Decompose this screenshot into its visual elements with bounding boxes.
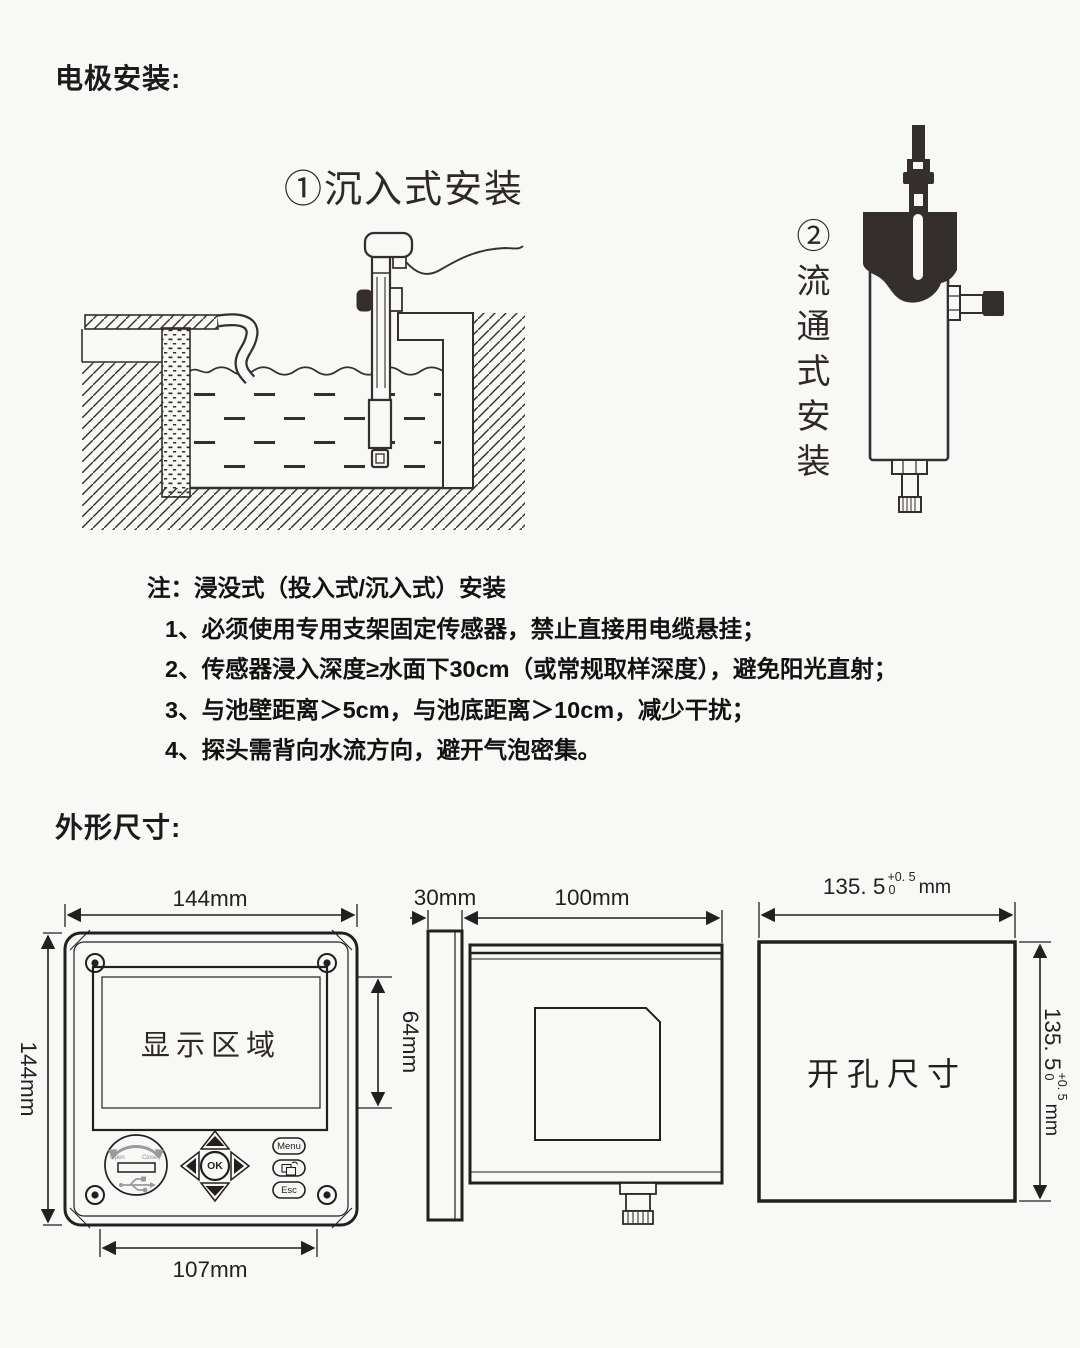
cutout-height-dimension: 135. 5 +0. 5 0 mm	[1040, 987, 1069, 1157]
front-view-drawing	[40, 904, 392, 1257]
note-item: 1、必须使用专用支架固定传感器，禁止直接用电缆悬挂；	[165, 615, 766, 642]
side-label-recess	[534, 1007, 661, 1141]
down-arrow-key	[199, 1182, 231, 1203]
menu-key-label: Menu	[277, 1140, 301, 1152]
page-switch-icon	[281, 1161, 299, 1176]
cable-gland	[619, 1182, 657, 1225]
body-depth-dimension: 100mm	[554, 885, 630, 910]
dpad	[179, 1129, 251, 1203]
corner-screw	[85, 953, 337, 1205]
left-arrow-key	[179, 1150, 200, 1182]
pool-wall-column	[161, 327, 191, 498]
bezel-depth-dimension: 30mm	[413, 885, 477, 910]
usb-close-label: Close	[142, 1155, 158, 1161]
cutout-square	[757, 940, 1017, 1203]
cutout-height-unit: mm	[1041, 1103, 1064, 1137]
flow-cell-cap	[863, 212, 957, 303]
right-arrow-key	[230, 1150, 251, 1182]
front-width-dimension: 144mm	[172, 886, 248, 911]
display-screen	[101, 976, 321, 1109]
menu-key	[272, 1137, 306, 1155]
immersion-installation-drawing	[81, 231, 525, 530]
cutout-view-group: 135. 5 +0. 5 0 mm 135. 5 +0. 5 0 mm 开孔尺寸	[745, 858, 1080, 1248]
display-area-label: 显示区域	[140, 1027, 281, 1062]
display-bezel	[91, 965, 329, 1132]
front-height-dimension: 144mm	[16, 1041, 41, 1117]
immersion-install-title: ①沉入式安装	[284, 167, 525, 211]
cutout-width-unit: mm	[918, 875, 952, 898]
flow-cell-side-port	[947, 285, 1004, 321]
cutout-view-drawing	[757, 902, 1051, 1203]
cutout-size-label: 开孔尺寸	[806, 1054, 967, 1093]
usb-cover	[104, 1134, 168, 1196]
cutout-height-tolerance: +0. 5 0	[1042, 1072, 1070, 1101]
notes-intro: 注：浸没式（投入式/沉入式）安装	[147, 575, 507, 601]
stepped-right-wall	[397, 312, 474, 489]
usb-icon	[119, 1176, 156, 1193]
note-item: 2、传感器浸入深度≥水面下30cm（或常规取样深度），避免阳光直射；	[165, 656, 898, 682]
page-switch-key	[272, 1159, 306, 1177]
cutout-width-tolerance: +0. 5 0	[887, 870, 916, 898]
usb-open-label: Open	[110, 1155, 125, 1161]
cutout-width-value: 135. 5	[822, 874, 886, 900]
flow-cell-cable	[912, 125, 925, 159]
electrode-install-heading: 电极安装:	[55, 63, 182, 94]
flow-cell-bottom-fitting	[891, 459, 928, 513]
water	[189, 366, 473, 490]
keypad-width-dimension: 107mm	[172, 1257, 248, 1282]
side-view-group: 30mm 100mm	[410, 880, 755, 1260]
side-bezel	[426, 929, 464, 1222]
esc-key-label: Esc	[281, 1184, 297, 1196]
side-body	[468, 943, 724, 1185]
outline-dimensions-heading: 外形尺寸:	[55, 812, 182, 843]
front-view-group: 144mm 144mm 64mm 107mm 显示区域 Open Close O…	[16, 880, 430, 1310]
flow-cell-drawing	[863, 125, 1004, 513]
sensor-cable	[405, 245, 524, 275]
ok-key-label: OK	[207, 1160, 223, 1172]
side-view-drawing	[410, 910, 724, 1225]
esc-key	[272, 1181, 306, 1199]
installation-notes: 注：浸没式（投入式/沉入式）安装 1、必须使用专用支架固定传感器，禁止直接用电缆…	[147, 568, 1027, 771]
walkway-slab	[84, 314, 219, 330]
flow-install-vertical-label: ②流通式安装	[790, 218, 830, 488]
ok-key	[199, 1150, 231, 1182]
note-item: 4、探头需背向水流方向，避开气泡密集。	[165, 737, 602, 763]
immersion-sensor-probe	[356, 231, 524, 469]
inlet-pipe	[216, 313, 259, 385]
cutout-width-dimension: 135. 5 +0. 5 0 mm	[777, 870, 997, 900]
front-panel-housing	[63, 931, 359, 1227]
up-arrow-key	[199, 1129, 231, 1150]
note-item: 3、与池壁距离＞5cm，与池底距离＞10cm，减少干扰；	[165, 696, 756, 723]
cutout-height-value: 135. 5	[1040, 1007, 1065, 1071]
